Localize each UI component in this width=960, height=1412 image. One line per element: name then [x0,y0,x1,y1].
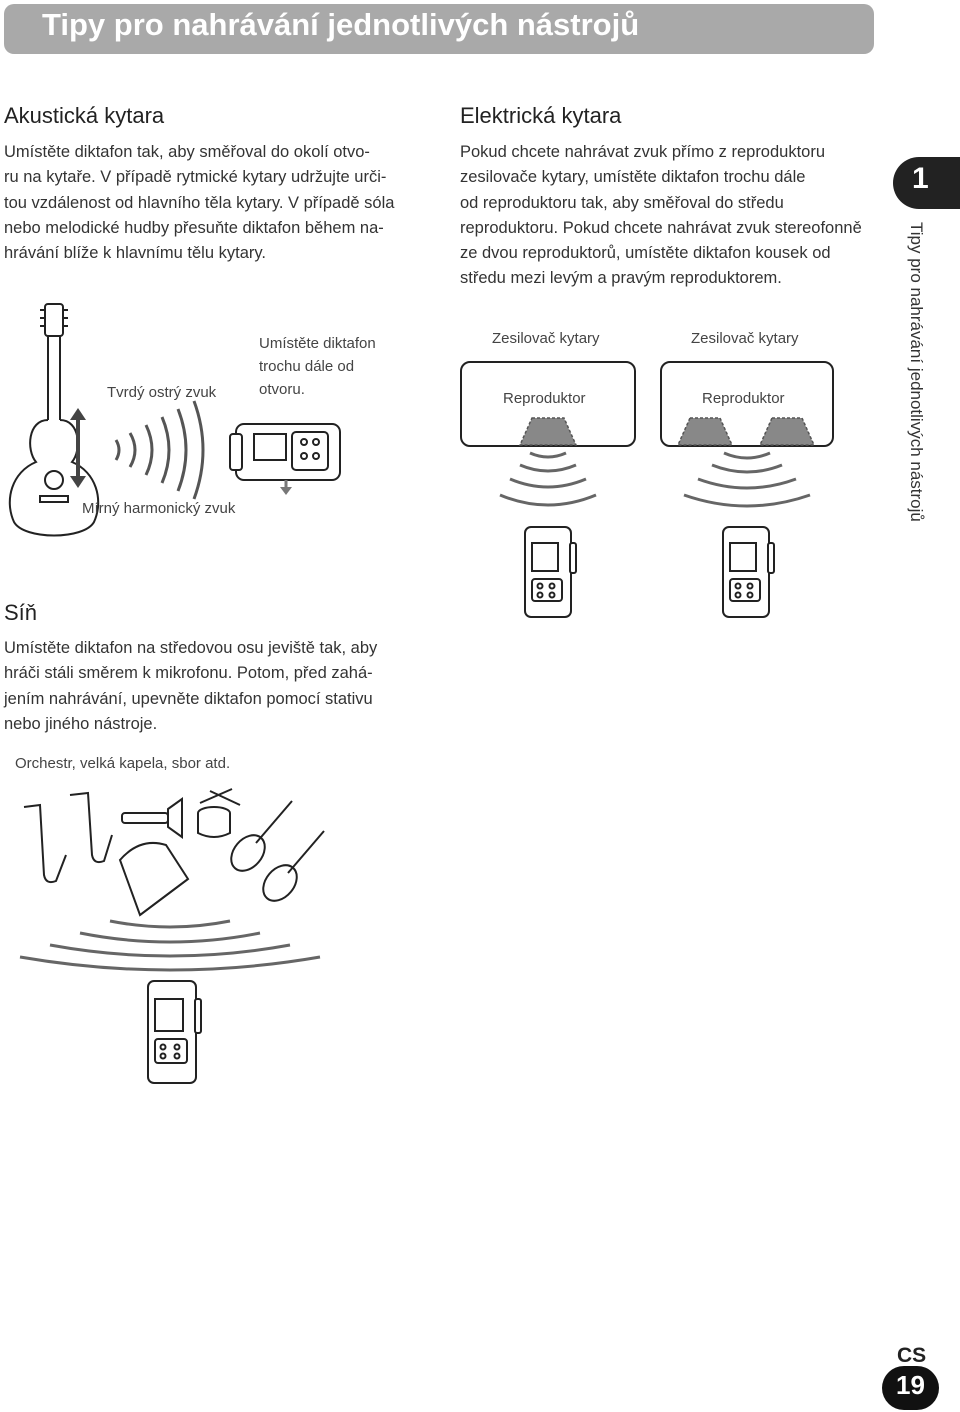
chapter-label: Tipy pro nahrávání jednotlivých nástrojů [907,222,926,522]
recorder-icon [229,423,341,495]
page-number-badge [882,1366,939,1410]
recorder-icon [722,526,775,618]
hall-line: jením nahrávání, upevněte diktafon pomoc… [4,689,373,708]
placement-line: trochu dále od [259,358,355,375]
electric-line: reproduktoru. Pokud chcete nahrávat zvuk… [460,218,862,237]
acoustic-heading: Akustická kytara [4,103,165,128]
acoustic-line: tou vzdálenost od hlavního těla kytary. … [4,193,395,212]
amp-label-1: Zesilovač kytary [492,330,600,347]
saxophone-icon [23,803,67,884]
electric-line: středu mezi levým a pravým reproduktorem… [460,269,782,288]
hall-heading: Síň [4,600,38,625]
guitar-illustration [8,303,100,537]
placement-line: Umístěte diktafon [259,335,376,352]
electric-heading: Elektrická kytara [460,103,622,128]
hall-line: hráči stáli směrem k mikrofonu. Potom, p… [4,664,373,683]
sound-waves-amp-2 [683,451,811,508]
electric-line: Pokud chcete nahrávat zvuk přímo z repro… [460,143,826,161]
recorder-icon [147,980,202,1084]
trumpet-icon [121,812,169,824]
orchestra-illustration [23,788,325,917]
acoustic-line: nebo melodické hudby přesuňte diktafon b… [4,218,384,237]
recorder-icon [524,526,577,618]
hard-sound-label: Tvrdý ostrý zvuk [107,384,217,401]
acoustic-paragraph: Umístěte diktafon tak, aby směřoval do o… [4,140,394,266]
speaker-label-1: Reproduktor [503,390,586,407]
title-bar [4,4,874,54]
speaker-label-2: Reproduktor [702,390,785,407]
piano-icon [118,841,190,917]
saxophone-icon [69,791,113,864]
soft-sound-label: Mírný harmonický zvuk [82,500,236,517]
acoustic-line: ru na kytaře. V případě rytmické kytary … [4,168,387,187]
sound-waves-amp-1 [499,451,597,507]
electric-paragraph: Pokud chcete nahrávat zvuk přímo z repro… [460,140,862,292]
hall-paragraph: Umístěte diktafon na středovou osu jeviš… [4,636,377,737]
sound-waves-hall [19,919,321,972]
hall-line: nebo jiného nástroje. [4,714,158,733]
electric-line: od reproduktoru tak, aby směřoval do stř… [460,193,784,212]
amp-label-2: Zesilovač kytary [691,330,799,347]
orchestra-caption: Orchestr, velká kapela, sbor atd. [15,755,231,772]
page-title: Tipy pro nahrávání jednotlivých nástrojů [42,7,640,42]
page-number: 19 [896,1370,925,1400]
violin-icon [230,834,266,872]
hall-line: Umístěte diktafon na středovou osu jeviš… [4,639,378,657]
placement-line: otvoru. [259,381,305,398]
language-code: CS [897,1344,927,1367]
distance-arrow-icon [70,408,86,488]
amp-1-illustration [460,361,636,447]
chapter-tab [893,157,960,209]
electric-line: ze dvou reproduktorů, umístěte diktafon … [460,244,831,263]
acoustic-line: Umístěte diktafon tak, aby směřoval do o… [4,143,370,161]
electric-line: zesilovače kytary, umístěte diktafon tro… [460,168,806,187]
chapter-number: 1 [912,162,929,195]
violin-icon [262,864,298,902]
placement-label: Umístěte diktafon trochu dále od otvoru. [259,332,376,401]
amp-2-illustration [660,361,834,447]
acoustic-line: hrávání blíže k hlavnímu tělu kytary. [4,244,266,263]
sound-waves-acoustic [114,400,205,500]
